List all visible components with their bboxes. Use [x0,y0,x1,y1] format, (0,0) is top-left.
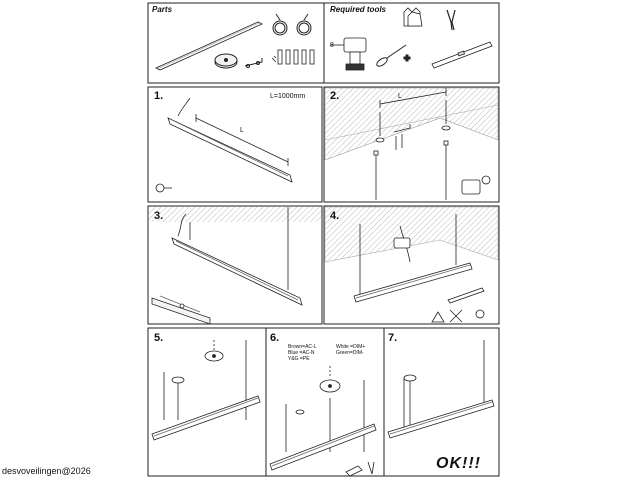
step2-length-mark: L [398,93,402,100]
warning-icon [431,311,445,323]
tools-panel [323,2,500,84]
step2-panel [323,86,500,203]
parts-panel [147,2,325,84]
step6-panel [265,327,385,477]
step4-panel [323,205,500,325]
step1-fixture [155,97,293,193]
step3-panel [147,205,323,325]
lamp-bar-icon [155,21,263,71]
step3-ceiling [149,207,321,222]
tools-heading: Required tools [330,5,387,14]
step3-fixture [151,207,303,325]
step3-number: 3. [154,210,164,222]
drill-icon [330,37,367,71]
step4-fixture [353,214,485,323]
ceiling-canopy-icon [214,53,238,69]
screw-anchor-icon [271,49,315,65]
step5-number: 5. [154,332,164,344]
screwdriver-icon [376,44,411,67]
wiring-white: White =DIM+ [336,344,366,350]
parts-heading: Parts [152,5,173,14]
cable-coil-icon [272,13,312,36]
step6-number: 6. [270,332,280,344]
wiring-yg: Y&G =PE [288,356,310,362]
step1-number: 1. [154,90,164,102]
wiring-legend-left: Brown=AC-L Blue =AC-N Y&G =PE [288,344,316,362]
step7-panel [383,327,500,477]
step1-length-mark: L [240,127,244,134]
wiring-brown: Brown=AC-L [288,344,317,350]
step4-ceiling [324,206,499,263]
step2-mounts [373,88,491,200]
ok-text: OK!!! [436,455,481,472]
wiring-legend-right: White =DIM+ Green=DIM- [336,344,365,356]
level-icon [431,41,493,69]
step5-fixture [151,340,261,441]
step1-dimension: L=1000mm [270,93,306,100]
watermark: desvoveilingen@2026 [2,466,91,476]
step2-ceiling [324,87,499,161]
drill-count: 8 [330,42,334,49]
pliers-icon [446,9,456,31]
step6-fixture [269,366,377,477]
step4-number: 4. [330,210,340,222]
bracket-icon [244,58,263,68]
wiring-blue: Blue =AC-N [288,350,315,356]
step2-number: 2. [330,90,340,102]
step1-panel [147,86,323,203]
gloves-icon [403,7,423,27]
step7-fixture [387,340,495,439]
step7-number: 7. [388,332,398,344]
wiring-green: Green=DIM- [336,350,364,356]
